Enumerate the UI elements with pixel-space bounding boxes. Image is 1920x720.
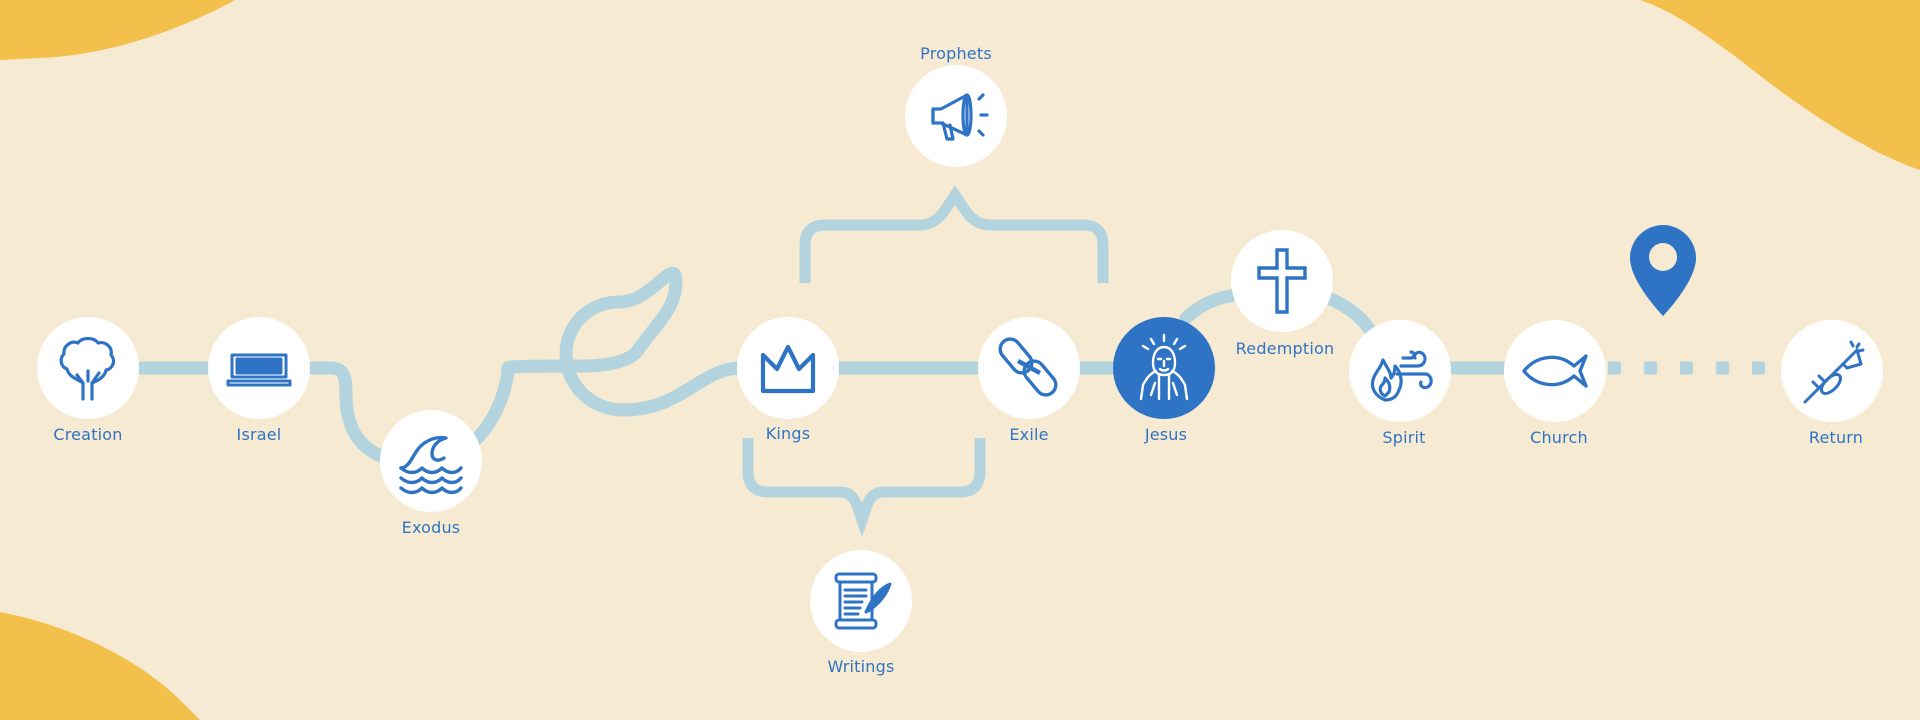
label-exodus: Exodus — [401, 518, 461, 537]
node-kings[interactable] — [737, 317, 839, 419]
jesus-figure-icon — [1139, 333, 1189, 401]
scroll-quill-icon — [834, 572, 892, 630]
label-creation: Creation — [53, 425, 123, 444]
node-creation[interactable] — [37, 317, 139, 419]
path-israel-exodus — [305, 361, 412, 467]
prophets-brace — [799, 185, 1109, 283]
label-exile: Exile — [1009, 425, 1049, 444]
node-writings[interactable] — [810, 550, 912, 652]
path-redemption-spirit — [1321, 291, 1377, 337]
label-kings: Kings — [765, 424, 811, 443]
label-redemption: Redemption — [1235, 339, 1335, 358]
label-writings: Writings — [827, 657, 895, 676]
map-pin-icon — [1630, 225, 1696, 316]
chain-link-icon — [998, 337, 1058, 397]
cross-icon — [1257, 248, 1307, 314]
writings-brace — [742, 438, 986, 538]
crown-icon — [760, 344, 816, 394]
trumpet-icon — [1803, 340, 1865, 404]
path-jesus-redemption — [1179, 288, 1242, 325]
node-return[interactable] — [1781, 320, 1883, 422]
label-church: Church — [1530, 428, 1588, 447]
node-spirit[interactable] — [1349, 320, 1451, 422]
label-israel: Israel — [236, 425, 282, 444]
temple-icon — [226, 353, 292, 387]
label-prophets: Prophets — [920, 44, 992, 63]
label-jesus: Jesus — [1144, 425, 1188, 444]
corner-blob-top-right — [1640, 0, 1920, 170]
label-spirit: Spirit — [1382, 428, 1426, 447]
path-exodus-loop — [463, 267, 745, 452]
fish-icon — [1522, 354, 1588, 388]
node-jesus[interactable] — [1113, 317, 1215, 419]
corner-blob-bottom-left — [0, 612, 200, 720]
node-exodus[interactable] — [380, 410, 482, 512]
node-prophets[interactable] — [905, 65, 1007, 167]
label-return: Return — [1808, 428, 1864, 447]
tree-icon — [59, 336, 116, 401]
corner-blob-top-left — [0, 0, 235, 60]
fire-wind-icon — [1370, 350, 1433, 402]
megaphone-icon — [931, 93, 989, 141]
node-redemption[interactable] — [1231, 230, 1333, 332]
node-exile[interactable] — [978, 317, 1080, 419]
node-church[interactable] — [1504, 320, 1606, 422]
node-israel[interactable] — [208, 317, 310, 419]
waves-icon — [399, 435, 463, 495]
